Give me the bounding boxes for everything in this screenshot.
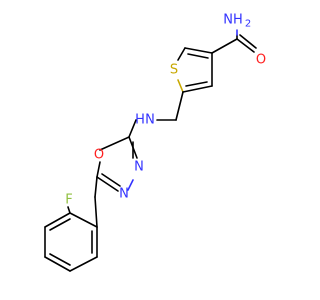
bond-ox-3-double bbox=[101, 173, 121, 187]
bond-ring-1 bbox=[184, 47, 213, 54]
bond-ch2-benzene bbox=[94, 196, 98, 228]
bond-bz-6 bbox=[44, 212, 71, 228]
bond-ring-3 bbox=[182, 85, 213, 93]
molecule-structure: NH 2 O S H N O N N F bbox=[44, 13, 266, 272]
bond-c-o-2 bbox=[239, 34, 257, 49]
bond-ox-1 bbox=[99, 136, 130, 151]
bond-ring-2 bbox=[177, 47, 186, 61]
atom-nh2: NH bbox=[223, 13, 243, 28]
atom-nh2-subscript: 2 bbox=[245, 19, 251, 30]
atom-o-ring: O bbox=[94, 148, 104, 163]
bond-bz-4 bbox=[44, 256, 71, 272]
bond-bz-3 bbox=[69, 256, 98, 272]
bond-c-f bbox=[67, 206, 71, 214]
bond-ch2-1 bbox=[175, 91, 184, 121]
bond-ring-s-c bbox=[177, 79, 184, 93]
atom-f: F bbox=[65, 193, 72, 208]
bond-bz-1 bbox=[69, 212, 98, 228]
bond-c-o-1 bbox=[236, 38, 255, 53]
bond-ox-4 bbox=[96, 161, 101, 178]
bond-n-n bbox=[127, 179, 134, 191]
bond-bz-6-double bbox=[49, 218, 71, 231]
bond-bz-4-double bbox=[49, 253, 71, 266]
atom-nh-n: N bbox=[145, 113, 155, 128]
bond-ox-3 bbox=[96, 176, 119, 192]
bond-ring-1-double bbox=[187, 53, 209, 59]
atom-o-carbonyl: O bbox=[256, 53, 266, 68]
atom-n-ring-2: N bbox=[119, 187, 129, 202]
bond-ring-3-double bbox=[185, 81, 208, 87]
bond-nh-ring bbox=[128, 119, 137, 138]
molecule-drawing: NH 2 O S H N O N N F bbox=[44, 13, 266, 272]
bond-ch2-2 bbox=[94, 176, 98, 198]
atom-nh-h: H bbox=[135, 113, 145, 128]
atom-n-ring-1: N bbox=[134, 160, 144, 175]
bond-amide-c-ring bbox=[211, 38, 238, 54]
atom-s: S bbox=[170, 63, 178, 78]
